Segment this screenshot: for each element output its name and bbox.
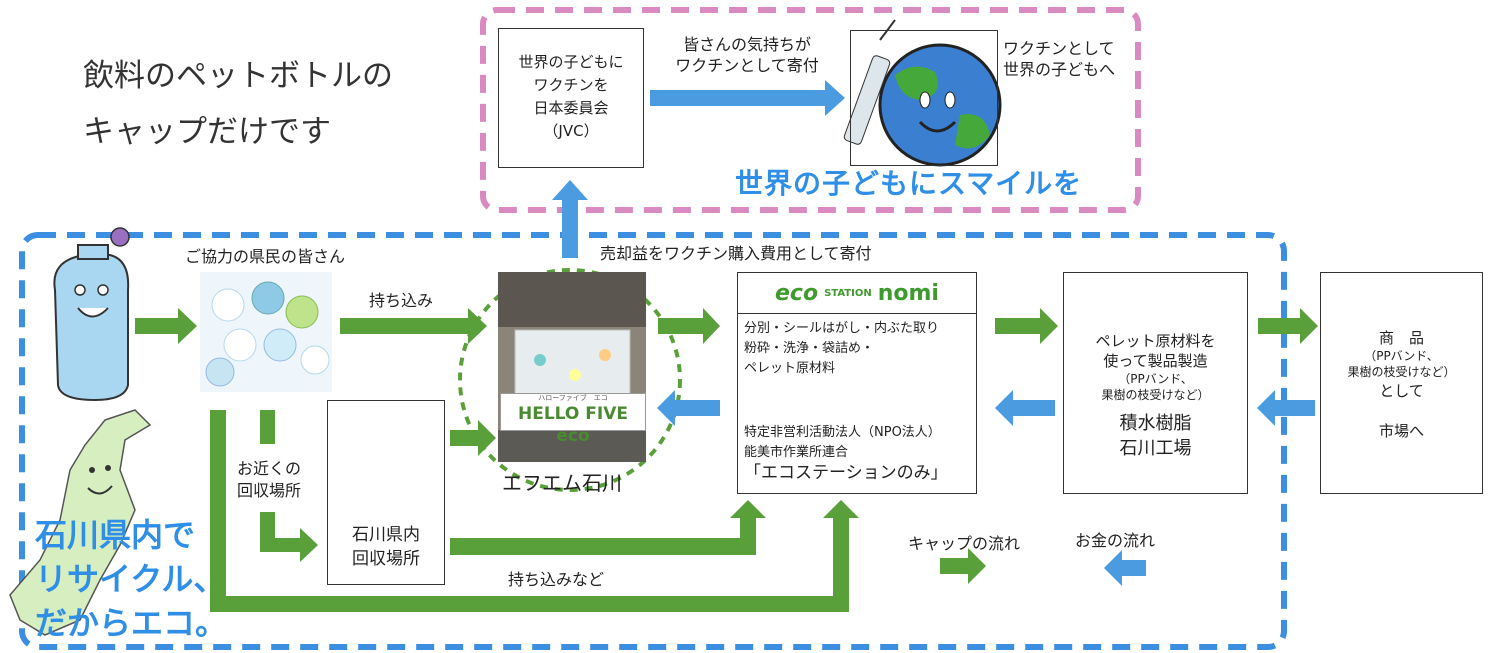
blue-arrow-left-1: [657, 390, 720, 426]
collection-label: 石川県内 回収場所: [327, 523, 445, 571]
sekisui-line1: ペレット原材料を: [1095, 332, 1216, 350]
product-line2: （PPバンド、: [1364, 349, 1439, 363]
ishikawa-slogan-line2: リサイクル、: [35, 560, 226, 598]
jvc-line3: 日本委員会: [533, 99, 609, 117]
sekisui-line5: 積水樹脂: [1119, 413, 1192, 434]
citizens-label: ご協力の県民の皆さん: [185, 247, 346, 266]
blue-arrow-jvc: [650, 80, 845, 116]
green-arrow-4: [995, 308, 1058, 344]
sekisui-line2: 使って製品製造: [1103, 352, 1208, 370]
jvc-box: 世界の子どもに ワクチンを 日本委員会 （JVC）: [498, 28, 644, 168]
earth-illustration: [843, 19, 1002, 167]
bring-in-label: 持ち込み: [369, 291, 434, 310]
eco-station-box: eco STATION nomi 分別・シールはがし・内ぶた取り 粉砕・洗浄・袋…: [737, 272, 977, 494]
green-arrow-7: [260, 512, 318, 562]
ishikawa-map-illustration: [9, 409, 152, 636]
jvc-frame: [480, 7, 1141, 213]
collection-line1: 石川県内: [352, 525, 420, 545]
fm-ishikawa-label: エフエム石川: [502, 471, 622, 495]
hello-five-eco-main: HELLO FIVE eco: [518, 404, 628, 446]
caps-photo: [200, 272, 332, 392]
earth-frame: [850, 30, 998, 166]
green-arrow-6: [450, 420, 496, 456]
hello-five-eco-ruby: ハローファイブ エコ: [538, 394, 608, 402]
eco-task1: 分別・シールはがし・内ぶた取り: [744, 321, 940, 336]
product-line1: 商 品: [1378, 329, 1424, 347]
blue-arrow-up: [552, 180, 588, 258]
ishikawa-slogan-line1: 石川県内で: [35, 516, 196, 554]
product-line3: 果樹の枝受けなど）: [1347, 365, 1456, 379]
green-arrow-5: [1258, 308, 1318, 344]
headline-line2: キャップだけです: [83, 114, 331, 150]
eco-org3: 「エコステーションのみ」: [744, 463, 948, 483]
headline-line1: 飲料のペットボトルの: [83, 58, 393, 94]
vaccine-caption-line1: ワクチンとして: [1003, 39, 1115, 58]
green-arrow-2: [340, 308, 487, 344]
collection-line2: 回収場所: [352, 549, 420, 569]
logo-station: STATION: [824, 287, 872, 299]
ishikawa-slogan-line3: だからエコ。: [35, 604, 228, 642]
product-line5: 市場へ: [1378, 422, 1424, 440]
ishikawa-slogan: 石川県内で リサイクル、 だからエコ。: [35, 513, 227, 645]
sekisui-line6: 石川工場: [1119, 438, 1192, 459]
sekisui-box: ペレット原材料を 使って製品製造 （PPバンド、 果樹の枝受けなど） 積水樹脂 …: [1063, 272, 1248, 494]
jvc-line4: （JVC）: [543, 122, 599, 140]
green-arrow-3: [658, 308, 720, 344]
green-arrow-8: [450, 500, 766, 555]
headline: 飲料のペットボトルの キャップだけです: [83, 48, 393, 160]
eco-task3: ペレット原材料: [744, 361, 836, 376]
nearby-label: お近くの 回収場所: [237, 458, 301, 502]
ishikawa-frame: [19, 232, 1287, 650]
vaccine-caption-line2: 世界の子どもへ: [1003, 60, 1116, 79]
donation-caption-line2: ワクチンとして寄付: [675, 56, 819, 75]
legend-cap-flow: キャップの流れ: [908, 534, 1021, 553]
nearby-line1: お近くの: [237, 459, 302, 478]
donation-caption-line1: 皆さんの気持ちが: [682, 35, 811, 54]
vaccine-caption: ワクチンとして 世界の子どもへ: [1003, 38, 1115, 80]
bottle-mascot-illustration: [53, 227, 130, 402]
sekisui-line3: （PPバンド、: [1118, 372, 1193, 386]
logo-nomi: nomi: [877, 280, 939, 306]
hello-five-eco-sign: ハローファイブ エコ HELLO FIVE eco: [500, 393, 646, 446]
eco-tasks: 分別・シールはがし・内ぶた取り 粉砕・洗浄・袋詰め・ ペレット原材料: [738, 314, 976, 379]
sekisui-line4: 果樹の枝受けなど）: [1101, 388, 1210, 402]
bring-in-etc-label: 持ち込みなど: [508, 570, 605, 589]
product-line4: として: [1379, 382, 1424, 400]
jvc-line1: 世界の子どもに: [518, 53, 624, 71]
legend-money-flow: お金の流れ: [1075, 531, 1156, 550]
legend-green-arrow: [940, 548, 986, 584]
fm-circle: [458, 268, 682, 492]
eco-org1: 特定非営利活動法人（NPO法人）: [744, 425, 941, 440]
eco-station-logo: eco STATION nomi: [738, 273, 976, 314]
sale-donation-label: 売却益をワクチン購入費用として寄付: [600, 244, 872, 263]
donation-caption: 皆さんの気持ちが ワクチンとして寄付: [652, 34, 842, 76]
green-bar-nearby-top: [260, 410, 275, 444]
legend-blue-arrow: [1104, 550, 1146, 586]
logo-eco: eco: [775, 280, 819, 306]
eco-task2: 粉砕・洗浄・袋詰め・: [744, 341, 875, 356]
blue-arrow-left-2: [995, 390, 1055, 426]
eco-org: 特定非営利活動法人（NPO法人） 能美市作業所連合 「エコステーションのみ」: [744, 423, 948, 483]
collection-box: [327, 400, 445, 585]
jvc-line2: ワクチンを: [533, 76, 609, 94]
eco-org2: 能美市作業所連合: [744, 445, 849, 460]
nearby-line2: 回収場所: [237, 481, 302, 500]
blue-arrow-left-3: [1257, 390, 1315, 426]
smile-slogan: 世界の子どもにスマイルを: [735, 167, 1083, 200]
green-arrow-1: [135, 308, 197, 344]
product-box: 商 品 （PPバンド、 果樹の枝受けなど） として 市場へ: [1320, 272, 1483, 494]
